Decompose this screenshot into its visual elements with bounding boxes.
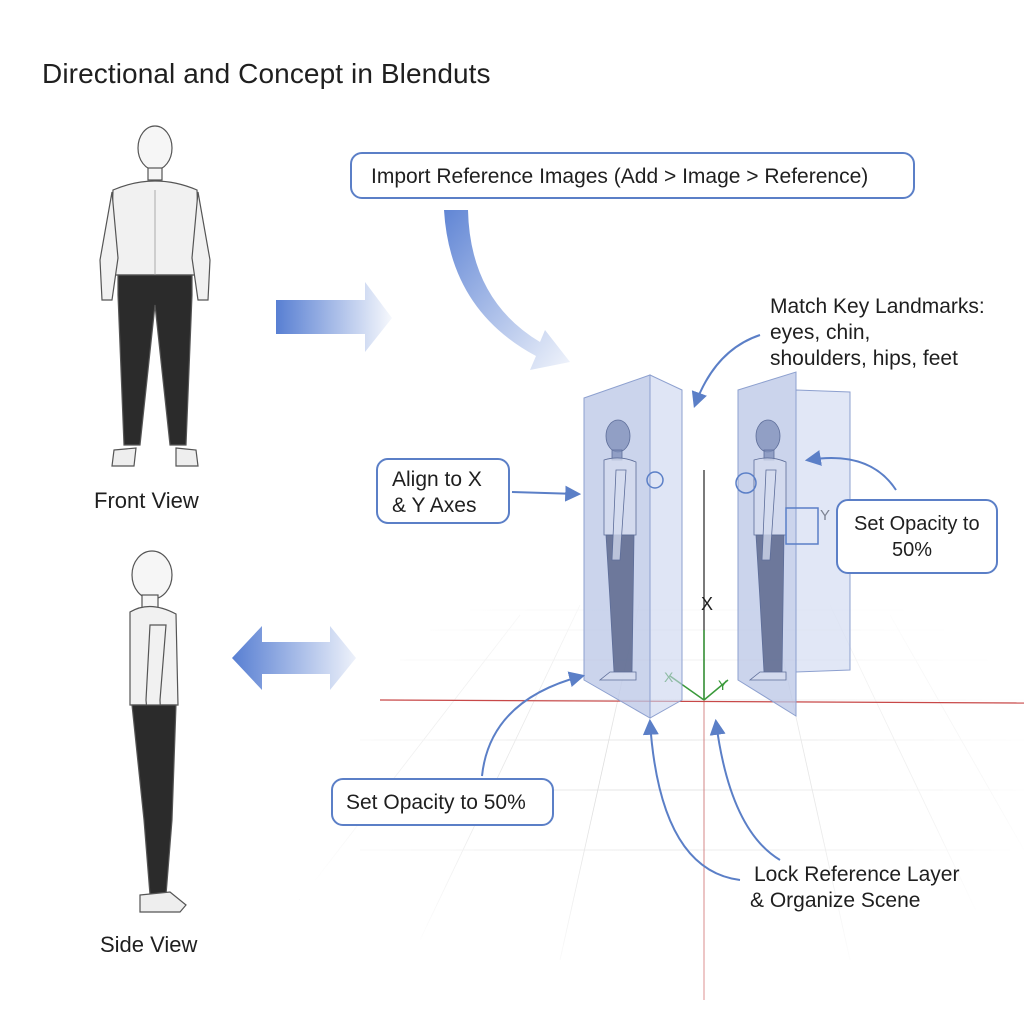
- arrow-curve-icon: [444, 210, 570, 370]
- lock-arrow-left: [642, 718, 741, 881]
- import-callout: Import Reference Images (Add > Image > R…: [350, 152, 915, 199]
- x-axis-line: [379, 699, 1024, 704]
- lock-line-1: Lock Reference Layer: [754, 863, 960, 886]
- green-axis-right: [703, 679, 729, 701]
- landmarks-note: Match Key Landmarks: eyes, chin, shoulde…: [770, 294, 985, 372]
- opacity-bottom-text: Set Opacity to 50%: [346, 791, 526, 814]
- arrow-double-icon: [232, 626, 356, 690]
- lock-line-2: & Organize Scene: [750, 889, 921, 912]
- landmarks-line-2: eyes, chin,: [770, 321, 871, 344]
- align-line-1: Align to X: [392, 468, 482, 491]
- landmarks-line-1: Match Key Landmarks:: [770, 295, 985, 318]
- landmarks-line-3: shoulders, hips, feet: [770, 347, 958, 370]
- landmarks-arrow: [691, 334, 761, 409]
- axis-x-top-label: X: [701, 594, 713, 614]
- opacity-right-callout: Set Opacity to 50%: [836, 499, 998, 574]
- align-line-2: & Y Axes: [392, 494, 477, 517]
- axis-y-green-label: Y: [718, 677, 728, 693]
- import-callout-text: Import Reference Images (Add > Image > R…: [371, 165, 869, 188]
- opacity-right-arrow: [804, 450, 897, 491]
- page-title: Directional and Concept in Blenduts: [42, 58, 491, 89]
- lock-arrow-right: [709, 718, 781, 861]
- opacity-right-line-1: Set Opacity to: [854, 513, 980, 535]
- align-arrow: [511, 485, 582, 502]
- right-reference-plane: [735, 371, 851, 717]
- side-view-label: Side View: [100, 932, 198, 957]
- left-reference-plane: [583, 374, 683, 719]
- align-callout: Align to X & Y Axes: [376, 458, 510, 524]
- opacity-right-line-2: 50%: [892, 539, 933, 561]
- front-view-label: Front View: [94, 488, 199, 513]
- front-view-figure: [99, 125, 211, 467]
- arrow-right-icon: [276, 282, 392, 352]
- opacity-bottom-arrow: [481, 671, 586, 777]
- side-view-figure: [129, 550, 187, 913]
- opacity-bottom-callout: Set Opacity to 50%: [331, 778, 554, 826]
- lock-note: Lock Reference Layer & Organize Scene: [750, 862, 959, 914]
